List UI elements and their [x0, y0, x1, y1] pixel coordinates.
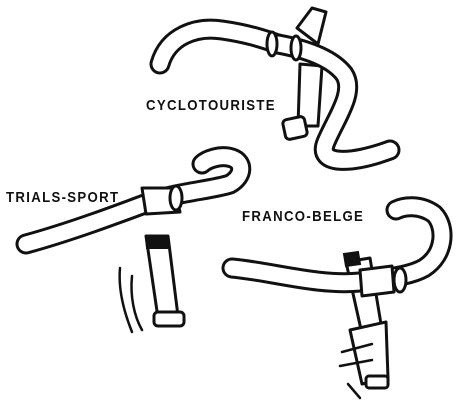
franco-frame-line-3	[348, 384, 360, 398]
franco-belge-handlebar	[232, 207, 442, 398]
trials-stem-cap	[154, 312, 184, 326]
trials-sport-handlebar	[26, 157, 241, 332]
trials-sport-label: TRIALS-SPORT	[6, 189, 119, 206]
cyclotouriste-clamp-left	[267, 32, 277, 56]
trials-clamp-ring	[170, 186, 182, 210]
franco-clamp-ring	[394, 268, 406, 292]
trials-frame-line-2	[131, 276, 142, 330]
trials-frame-line-1	[120, 268, 132, 332]
cyclotouriste-clamp-right	[291, 36, 301, 60]
franco-clamp	[360, 266, 394, 296]
trials-stem-band	[146, 236, 168, 248]
cyclotouriste-stem-cap	[282, 116, 308, 140]
franco-headset	[366, 376, 388, 388]
franco-stem-bolt	[344, 252, 360, 266]
franco-belge-label: FRANCO-BELGE	[242, 208, 364, 225]
cyclotouriste-label: CYCLOTOURISTE	[146, 97, 276, 114]
cyclotouriste-handlebar	[160, 8, 390, 160]
